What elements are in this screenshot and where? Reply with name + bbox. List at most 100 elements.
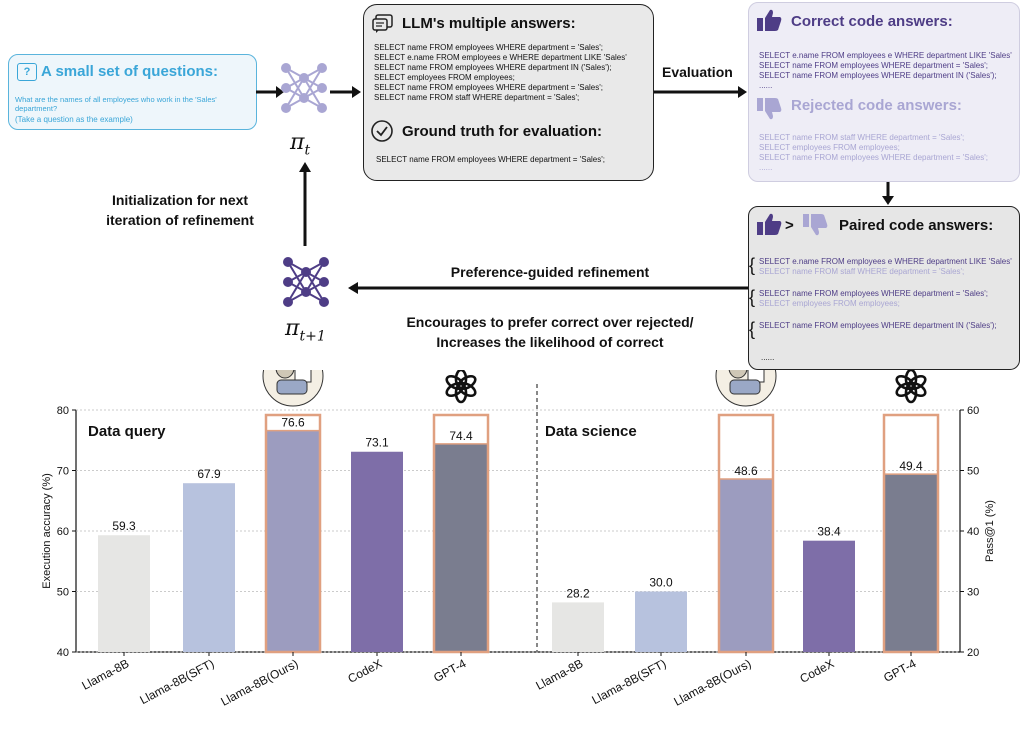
correct-list: SELECT e.name FROM employees e WHERE dep… — [759, 51, 1012, 91]
bar — [351, 451, 403, 652]
openai-icon — [445, 374, 465, 391]
pi-next-label: πt+1 — [285, 316, 326, 345]
x-tick-label: CodeX — [345, 656, 384, 686]
pair-bracket: { — [749, 287, 756, 307]
thumbs-up-icon — [757, 9, 782, 32]
bar — [803, 540, 855, 652]
llm-answers-box: LLM's multiple answers: SELECT name FROM… — [363, 4, 654, 181]
paired-box: > Paired code answers: { SELECT e.name F… — [748, 206, 1020, 370]
y-tick-label: 20 — [967, 647, 979, 659]
ground-truth-title: Ground truth for evaluation: — [402, 123, 602, 140]
evaluation-arrow — [654, 86, 747, 98]
y-tick-label: 50 — [57, 587, 69, 599]
value-label: 59.3 — [112, 519, 136, 533]
refinement-arrow — [348, 282, 748, 294]
y-tick-label: 60 — [967, 405, 979, 417]
llm-answer: SELECT name FROM employees WHERE departm… — [374, 63, 612, 72]
rejected-ellipsis: ...... — [759, 163, 773, 172]
sql-bot-body — [729, 379, 761, 395]
rejected-answer: SELECT name FROM employees WHERE departm… — [759, 153, 988, 162]
x-tick-label: Llama-8B(Ours) — [218, 656, 300, 708]
rejected-answer: SELECT name FROM staff WHERE department … — [759, 133, 965, 142]
pair-bracket: { — [749, 255, 756, 275]
question-text: What are the names of all employees who … — [15, 95, 217, 113]
bar — [552, 602, 604, 652]
pair-good: SELECT name FROM employees WHERE departm… — [759, 321, 997, 330]
pair-good: SELECT e.name FROM employees e WHERE dep… — [759, 257, 1012, 266]
openai-icon — [895, 374, 915, 391]
value-label: 38.4 — [817, 525, 841, 539]
sql-bot-body — [276, 379, 308, 395]
thumbs-down-icon — [803, 214, 828, 236]
llm-answer: SELECT employees FROM employees; — [374, 73, 515, 82]
check-circle-icon — [371, 120, 393, 142]
bar — [267, 430, 319, 652]
value-label: 30.0 — [649, 576, 673, 590]
correct-title: Correct code answers: — [791, 13, 953, 30]
pair-bracket: { — [749, 319, 756, 339]
value-label: 49.4 — [899, 459, 923, 473]
y-axis-label: Execution accuracy (%) — [41, 473, 53, 589]
thumbs-down-icon — [757, 98, 782, 120]
questions-box: ? A small set of questions: What are the… — [8, 54, 257, 130]
x-tick-label: Llama-8B(Ours) — [671, 656, 753, 708]
panel-title: Data science — [545, 423, 637, 440]
rejected-list: SELECT name FROM staff WHERE department … — [759, 133, 988, 173]
llm-answer: SELECT name FROM employees WHERE departm… — [374, 83, 603, 92]
sql-bot-head — [275, 370, 295, 379]
y-tick-label: 70 — [57, 466, 69, 478]
x-tick-label: Llama-8B — [533, 656, 585, 692]
value-label: 73.1 — [365, 436, 389, 450]
x-tick-label: GPT-4 — [881, 656, 918, 685]
pair-bad: SELECT name FROM staff WHERE department … — [759, 267, 965, 276]
llm-answer-list: SELECT name FROM employees WHERE departm… — [374, 43, 627, 103]
initialization-arrow — [299, 162, 311, 246]
chat-icon — [372, 14, 393, 33]
paired-title: Paired code answers: — [839, 217, 994, 234]
initialization-label: Initialization for next iteration of ref… — [106, 192, 254, 228]
x-tick-label: Llama-8B — [79, 656, 131, 692]
thumbs-up-icon — [757, 213, 782, 235]
y-tick-label: 80 — [57, 405, 69, 417]
refined-network-icon — [283, 257, 329, 307]
pair-bad: SELECT employees FROM employees; — [759, 299, 900, 308]
pair-good: SELECT name FROM employees WHERE departm… — [759, 289, 988, 298]
question-note: (Take a question as the example) — [15, 115, 133, 124]
correct-answer: SELECT e.name FROM employees e WHERE dep… — [759, 51, 1012, 60]
arrow-to-paired — [882, 182, 894, 205]
evaluation-box: Correct code answers: SELECT e.name FROM… — [748, 2, 1020, 182]
x-tick-label: Llama-8B(SFT) — [137, 656, 216, 707]
value-label: 76.6 — [281, 416, 305, 430]
x-tick-label: CodeX — [797, 656, 836, 686]
policy-network-icon — [281, 63, 327, 113]
llm-answer: SELECT e.name FROM employees e WHERE dep… — [374, 53, 627, 62]
bar — [720, 478, 772, 652]
value-label: 48.6 — [734, 464, 758, 478]
correct-ellipsis: ...... — [759, 81, 773, 90]
ground-truth-sql: SELECT name FROM employees WHERE departm… — [376, 155, 605, 164]
y-tick-label: 60 — [57, 526, 69, 538]
pi-t-label: πt — [290, 130, 311, 159]
questions-title: A small set of questions: — [41, 63, 218, 80]
y-axis-label: Pass@1 (%) — [984, 500, 996, 562]
correct-answer: SELECT name FROM employees WHERE departm… — [759, 71, 997, 80]
y-tick-label: 50 — [967, 466, 979, 478]
y-tick-label: 40 — [967, 526, 979, 538]
encourages-label: Encourages to prefer correct over reject… — [406, 314, 694, 350]
rejected-title: Rejected code answers: — [791, 97, 962, 114]
refinement-label: Preference-guided refinement — [450, 264, 650, 280]
arrow-to-policy — [256, 86, 284, 98]
value-label: 67.9 — [197, 467, 221, 481]
x-tick-label: GPT-4 — [431, 656, 468, 685]
greater-than-symbol: > — [785, 217, 794, 234]
bar — [635, 591, 687, 652]
bar — [435, 443, 487, 652]
bar — [885, 474, 937, 652]
arrow-to-llm — [330, 86, 361, 98]
sql-bot-head — [728, 370, 748, 379]
value-label: 28.2 — [566, 586, 590, 600]
paired-ellipsis: ...... — [761, 353, 775, 362]
llm-answers-title: LLM's multiple answers: — [402, 15, 576, 32]
x-tick-label: Llama-8B(SFT) — [589, 656, 668, 707]
